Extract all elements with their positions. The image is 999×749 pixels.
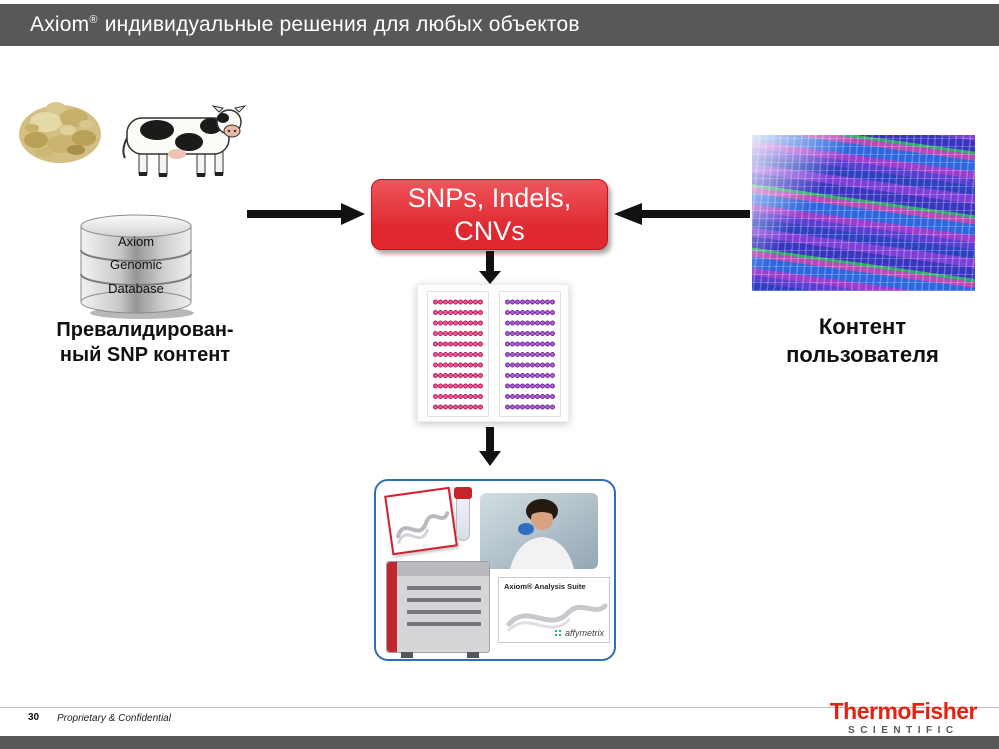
array-chip-image [384, 486, 458, 556]
instrument-foot [401, 652, 413, 658]
arrow-left-icon [614, 203, 750, 225]
prevalidated-content-caption: Превалидирован- ный SNP контент [28, 318, 262, 368]
database-label-3: Database [108, 281, 164, 296]
software-brand-text: affymetrix [564, 628, 604, 638]
cow-image [122, 105, 247, 177]
software-brand: affymetrix [553, 628, 604, 638]
instrument-red-panel [387, 562, 397, 652]
dna-sequencing-image [752, 135, 975, 291]
arrow-down-icon [479, 427, 501, 466]
microarray-plate-left [427, 291, 489, 417]
slide-title: Axiom® индивидуальные решения для любых … [30, 13, 580, 37]
right-caption-line2: пользователя [786, 341, 939, 367]
arrow-right-icon [247, 203, 365, 225]
instrument-top-band [397, 562, 489, 576]
left-caption-line1: Превалидирован- [56, 319, 234, 341]
red-box-line2: CNVs [454, 215, 525, 246]
dna-helix-graphic [506, 603, 608, 632]
scientist-image [480, 493, 598, 569]
user-content-caption: Контент пользователя [765, 313, 960, 368]
snps-indels-cnvs-box: SNPs, Indels, CNVs [371, 179, 608, 250]
confidential-note: Proprietary & Confidential [57, 713, 171, 724]
red-box-line1: SNPs, Indels, [407, 183, 572, 214]
database-label-2: Genomic [110, 257, 163, 272]
left-caption-line2: ный SNP контент [59, 344, 231, 366]
instrument-image [386, 561, 490, 658]
tube-body [456, 499, 470, 541]
database-label-1: Axiom [118, 234, 154, 249]
slide-title-text: индивидуальные решения для любых объекто… [98, 13, 580, 36]
microarray-plate-right [499, 291, 561, 417]
slide-title-product: Axiom [30, 13, 90, 36]
microarray-plates-image [417, 284, 569, 422]
footer-divider [0, 707, 999, 708]
registered-mark: ® [89, 14, 98, 26]
plate-dots-pink [433, 297, 483, 411]
slide-title-bar: Axiom® индивидуальные решения для любых … [0, 4, 999, 46]
affymetrix-logo-icon [553, 629, 562, 637]
brand-subtitle: SCIENTIFIC [848, 725, 959, 736]
plate-dots-purple [505, 297, 555, 411]
instrument-foot [467, 652, 479, 658]
tube-cap [454, 487, 472, 499]
analysis-software-image: Axiom® Analysis Suite affymetrix [498, 577, 610, 643]
instrument-tray-slots [407, 586, 481, 632]
arrow-down-icon [479, 251, 501, 284]
brand-name: ThermoFisher [829, 698, 978, 724]
thermofisher-logo: ThermoFisher SCIENTIFIC [829, 698, 978, 737]
page-number: 30 [28, 712, 40, 723]
wheat-image [19, 102, 101, 163]
database-cylinder-icon: Axiom Genomic Database [80, 214, 194, 319]
bottom-bar [0, 736, 999, 749]
sample-tube-image [454, 487, 472, 541]
right-caption-line1: Контент [818, 314, 907, 339]
workflow-collage: Axiom® Analysis Suite affymetrix [374, 479, 616, 661]
software-title: Axiom® Analysis Suite [504, 582, 586, 591]
